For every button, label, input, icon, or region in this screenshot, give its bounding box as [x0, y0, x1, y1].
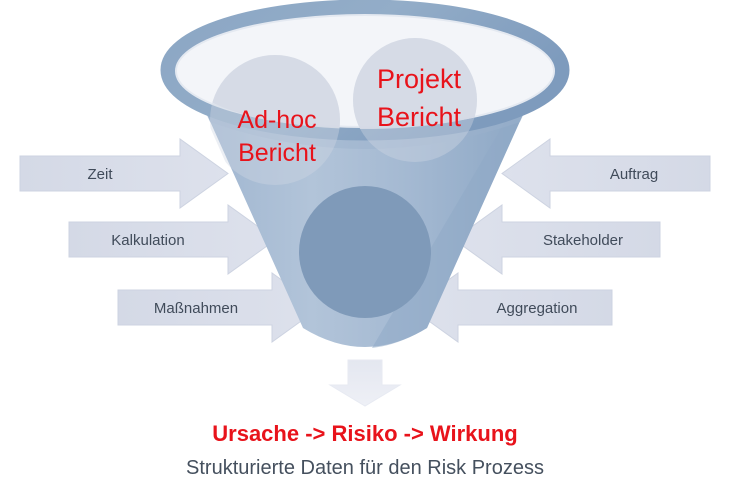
- input-arrow-aggregation[interactable]: Aggregation: [409, 272, 613, 343]
- funnel-rim-outer: [160, 0, 570, 141]
- input-arrow-label-zeit: Zeit: [87, 166, 113, 183]
- output-caption-text: Strukturierte Daten für den Risk Prozess: [186, 457, 544, 479]
- bubble-projekt-bericht-circle: [353, 38, 477, 129]
- arrow-shape: [409, 272, 613, 343]
- funnel-graphic: [160, 0, 570, 348]
- input-arrow-label-kalkulation: Kalkulation: [111, 232, 184, 249]
- arrow-shape: [117, 272, 321, 343]
- input-arrow-auftrag[interactable]: Auftrag: [501, 138, 711, 209]
- bubble-projekt-line1: Projekt: [377, 64, 462, 94]
- center-accent-circle: [299, 186, 431, 318]
- output-chain-text: Ursache -> Risiko -> Wirkung: [212, 421, 517, 446]
- output-chain: Ursache -> Risiko -> Wirkung: [212, 421, 517, 446]
- input-arrow-label-stakeholder: Stakeholder: [543, 232, 623, 249]
- arrow-shape: [68, 204, 277, 275]
- bubble-ad-hoc-spill: [210, 55, 340, 185]
- bubble-projekt-spill: [353, 38, 477, 162]
- bubble-ad-hoc-line1: Ad-hoc: [237, 106, 316, 134]
- output-caption: Strukturierte Daten für den Risk Prozess: [186, 457, 544, 479]
- right-input-arrows: Auftrag Stakeholder Aggregation: [409, 138, 711, 343]
- input-arrow-label-massnahmen: Maßnahmen: [154, 300, 238, 317]
- bubble-labels: Ad-hoc Bericht Projekt Bericht: [237, 64, 461, 167]
- bubble-projekt-line2: Bericht: [377, 102, 462, 132]
- input-arrow-stakeholder[interactable]: Stakeholder: [453, 204, 661, 275]
- down-arrow-shape: [328, 359, 402, 407]
- arrow-shape: [501, 138, 711, 209]
- input-arrow-label-auftrag: Auftrag: [610, 166, 658, 183]
- funnel-interior-clip: [299, 186, 431, 318]
- input-arrow-kalkulation[interactable]: Kalkulation: [68, 204, 277, 275]
- funnel-bubble-spill: [210, 38, 477, 185]
- bubble-ad-hoc-bericht-circle: [210, 55, 340, 129]
- funnel-bowl-bubbles: [210, 38, 477, 129]
- arrow-shape: [453, 204, 661, 275]
- input-arrow-massnahmen[interactable]: Maßnahmen: [117, 272, 321, 343]
- input-arrow-zeit[interactable]: Zeit: [19, 138, 229, 209]
- bubble-label-projekt-bericht: Projekt Bericht: [377, 64, 462, 132]
- left-input-arrows: Zeit Kalkulation Maßnahmen: [19, 138, 321, 343]
- output-down-arrow: [328, 359, 402, 407]
- arrow-shape: [19, 138, 229, 209]
- bubble-ad-hoc-line2: Bericht: [238, 139, 316, 167]
- input-arrow-label-aggregation: Aggregation: [497, 300, 578, 317]
- bubble-label-ad-hoc-bericht: Ad-hoc Bericht: [237, 106, 316, 167]
